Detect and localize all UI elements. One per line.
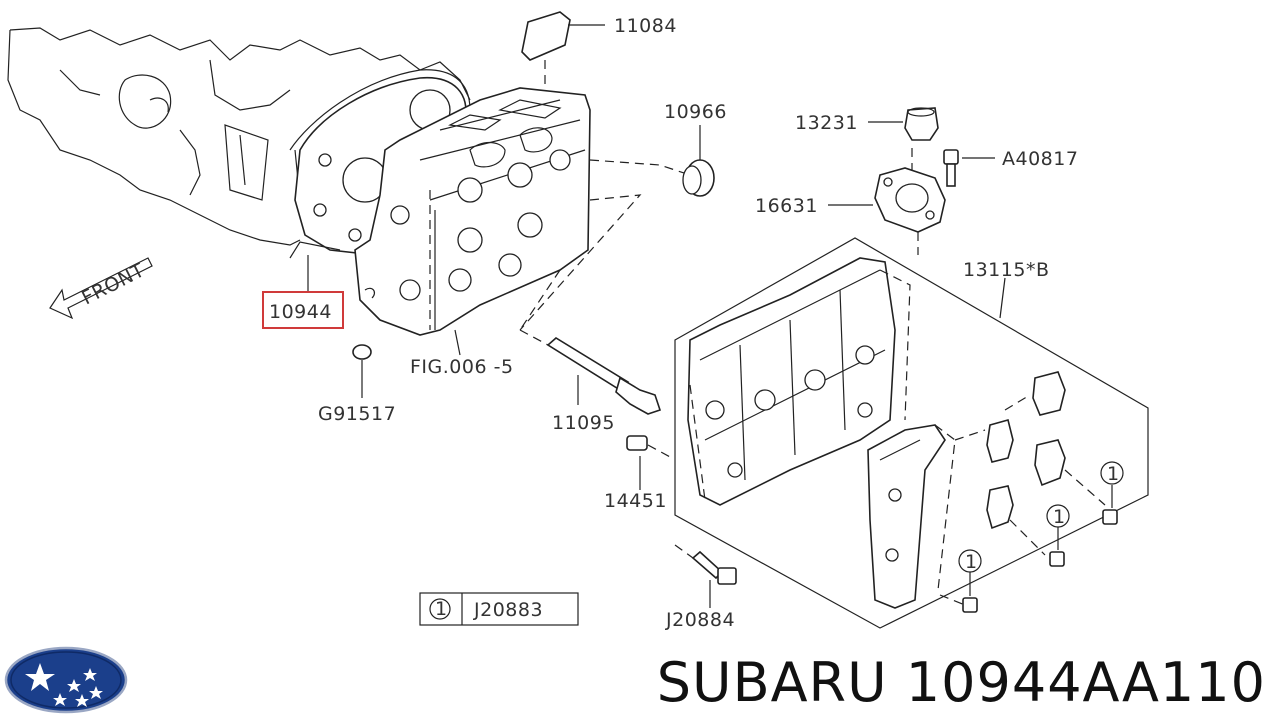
cam-housing (687, 257, 911, 506)
label-10966: 10966 (664, 101, 727, 123)
label-fig006: FIG.006 -5 (410, 356, 514, 378)
legend-box (419, 592, 579, 626)
bracket (867, 424, 956, 609)
callout-number: 1 (965, 551, 978, 573)
head-bolt-11095 (519, 329, 662, 415)
cam-cap-bolt (962, 485, 1118, 613)
dowel-14451 (626, 435, 673, 490)
callout-number: 1 (1053, 506, 1066, 528)
guide-line (589, 159, 691, 176)
head-gasket (289, 76, 467, 259)
cover-plate-11084 (521, 11, 605, 85)
label-13231: 13231 (795, 112, 858, 134)
cam-cap (939, 371, 1106, 606)
label-13115B: 13115*B (963, 259, 1049, 281)
housing-16631 (828, 167, 946, 255)
leader-line (454, 329, 461, 356)
highlight-box (262, 291, 344, 329)
callout-number: 1 (1107, 463, 1120, 485)
cylinder-head (354, 87, 591, 336)
o-ring-G91517 (352, 344, 372, 398)
label-11084: 11084 (614, 15, 677, 37)
front-arrow-icon (49, 257, 153, 320)
label-J20884: J20884 (665, 609, 735, 631)
bolt-A40817 (943, 149, 995, 187)
cap-13231 (868, 107, 939, 175)
circled-number-icon (958, 461, 1124, 573)
subaru-logo-icon (4, 646, 128, 714)
label-A40817: A40817 (1002, 148, 1078, 170)
part-number-title: SUBARU 10944AA110 (656, 651, 1266, 714)
cam-carrier-frame (674, 237, 1149, 629)
label-11095: 11095 (552, 412, 615, 434)
label-16631: 16631 (755, 195, 818, 217)
legend-code: J20883 (473, 599, 543, 621)
guide-line (519, 269, 561, 331)
label-14451: 14451 (604, 490, 667, 512)
oil-seal-10966 (682, 125, 715, 197)
label-10944[interactable]: 10944 (269, 301, 332, 323)
guide-line (519, 194, 642, 331)
legend-number: 1 (435, 598, 448, 620)
label-G91517: G91517 (318, 403, 396, 425)
front-label: FRONT (78, 259, 148, 309)
bolt-J20884 (674, 544, 737, 608)
